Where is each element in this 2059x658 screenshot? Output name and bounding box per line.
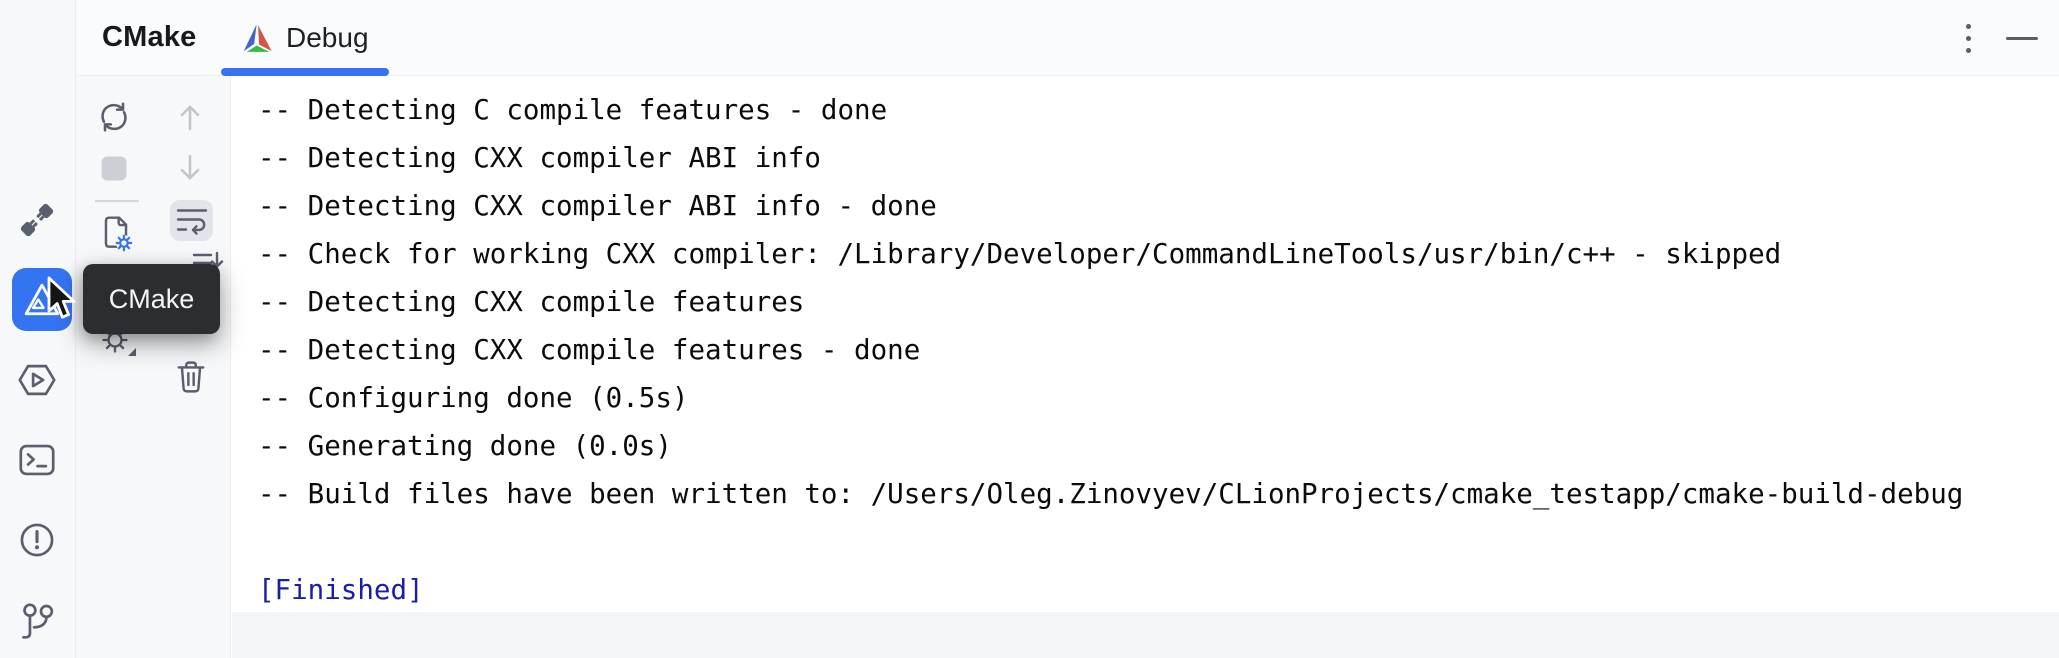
activity-bar	[0, 0, 76, 658]
active-tab-indicator	[221, 68, 389, 76]
cmake-logo-icon	[242, 23, 273, 54]
refresh-icon	[96, 99, 132, 135]
git-branch-icon	[19, 602, 55, 642]
console-line: -- Detecting C compile features - done	[258, 94, 888, 126]
minimize-icon[interactable]	[2001, 18, 2043, 58]
console-line: -- Configuring done (0.5s)	[258, 382, 689, 414]
mouse-cursor	[46, 276, 80, 322]
console-bottom-strip	[232, 612, 2059, 658]
navigate-up-button[interactable]	[170, 97, 210, 137]
toolbar-divider	[95, 200, 139, 202]
console-status-line: [Finished]	[258, 574, 424, 606]
sidebar-item-problems[interactable]	[7, 510, 67, 570]
cmake-tooltip: CMake	[83, 264, 220, 334]
kebab-menu-icon[interactable]	[1948, 14, 1988, 62]
console-line: -- Detecting CXX compile features	[258, 286, 805, 318]
arrow-down-icon	[174, 152, 206, 184]
soft-wrap-icon	[176, 206, 208, 236]
console-output[interactable]: -- Detecting C compile features - done --…	[232, 76, 2059, 658]
sidebar-item-terminal[interactable]	[7, 430, 67, 490]
tab-debug[interactable]: Debug	[226, 0, 385, 76]
stop-button[interactable]	[94, 148, 134, 188]
console-blank-line	[258, 518, 2059, 566]
sidebar-item-services[interactable]	[7, 350, 67, 410]
problems-icon	[18, 521, 56, 559]
console-text: -- Detecting C compile features - done --…	[258, 86, 2059, 614]
console-line: -- Build files have been written to: /Us…	[258, 478, 1964, 510]
console-lines: -- Detecting C compile features - done --…	[258, 86, 2059, 518]
cmake-settings-button[interactable]	[96, 212, 136, 254]
plug-icon	[17, 200, 57, 240]
cmake-tooltip-text: CMake	[108, 283, 195, 314]
console-line: -- Detecting CXX compiler ABI info	[258, 142, 821, 174]
console-line: -- Detecting CXX compile features - done	[258, 334, 921, 366]
arrow-up-icon	[174, 101, 206, 133]
tool-window-header: CMake Debug	[76, 0, 2059, 76]
sidebar-item-version-control[interactable]	[7, 592, 67, 652]
console-line: -- Generating done (0.0s)	[258, 430, 672, 462]
soft-wrap-button[interactable]	[170, 200, 213, 241]
clear-all-button[interactable]	[171, 357, 211, 397]
trash-icon	[175, 360, 207, 394]
tab-debug-label: Debug	[286, 22, 369, 53]
console-line: -- Detecting CXX compiler ABI info - don…	[258, 190, 937, 222]
file-gear-icon	[98, 214, 134, 252]
reload-cmake-button[interactable]	[94, 97, 134, 137]
console-line: -- Check for working CXX compiler: /Libr…	[258, 238, 1782, 270]
navigate-down-button[interactable]	[170, 148, 210, 188]
tool-window-title: CMake	[102, 21, 197, 53]
terminal-icon	[18, 442, 56, 478]
sidebar-item-plugins[interactable]	[7, 190, 67, 250]
run-hexagon-icon	[17, 361, 57, 399]
stop-icon	[101, 156, 127, 181]
